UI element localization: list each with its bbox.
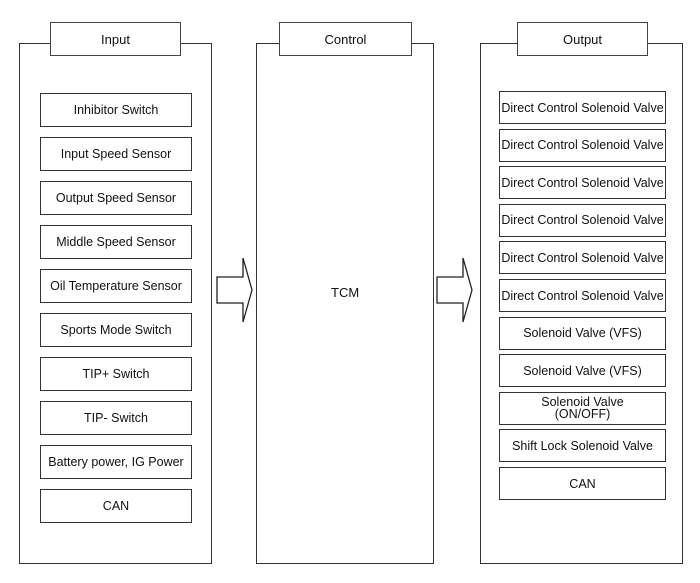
- output-item: Solenoid Valve (VFS): [499, 316, 666, 350]
- output-item: Direct Control Solenoid Valve: [499, 91, 666, 124]
- output-item: Solenoid Valve (VFS): [499, 354, 666, 388]
- input-panel-title: Input: [50, 22, 181, 56]
- control-to-output-arrow: [436, 257, 473, 323]
- output-item: Direct Control Solenoid Valve: [499, 128, 666, 162]
- output-item: Direct Control Solenoid Valve: [499, 203, 666, 237]
- input-item: Battery power, IG Power: [40, 445, 192, 479]
- input-item: Output Speed Sensor: [40, 181, 192, 215]
- output-item: Solenoid Valve (ON/OFF): [499, 391, 666, 425]
- control-panel-title: Control: [279, 22, 412, 56]
- control-panel: [256, 43, 434, 564]
- output-item: CAN: [499, 467, 666, 500]
- input-item: TIP- Switch: [40, 401, 192, 435]
- input-item: CAN: [40, 489, 192, 523]
- output-item: Shift Lock Solenoid Valve: [499, 429, 666, 463]
- input-item: Middle Speed Sensor: [40, 225, 192, 259]
- input-item: Sports Mode Switch: [40, 313, 192, 347]
- output-item: Direct Control Solenoid Valve: [499, 241, 666, 275]
- tcm-label: TCM: [331, 285, 360, 300]
- input-item: TIP+ Switch: [40, 357, 192, 391]
- arrow-right-icon: [436, 257, 473, 323]
- output-panel-title: Output: [517, 22, 648, 56]
- input-to-control-arrow: [216, 257, 253, 323]
- output-item: Direct Control Solenoid Valve: [499, 166, 666, 200]
- arrow-right-icon: [216, 257, 253, 323]
- input-item: Oil Temperature Sensor: [40, 269, 192, 303]
- input-item: Input Speed Sensor: [40, 137, 192, 171]
- input-item: Inhibitor Switch: [40, 93, 192, 127]
- output-item: Direct Control Solenoid Valve: [499, 279, 666, 312]
